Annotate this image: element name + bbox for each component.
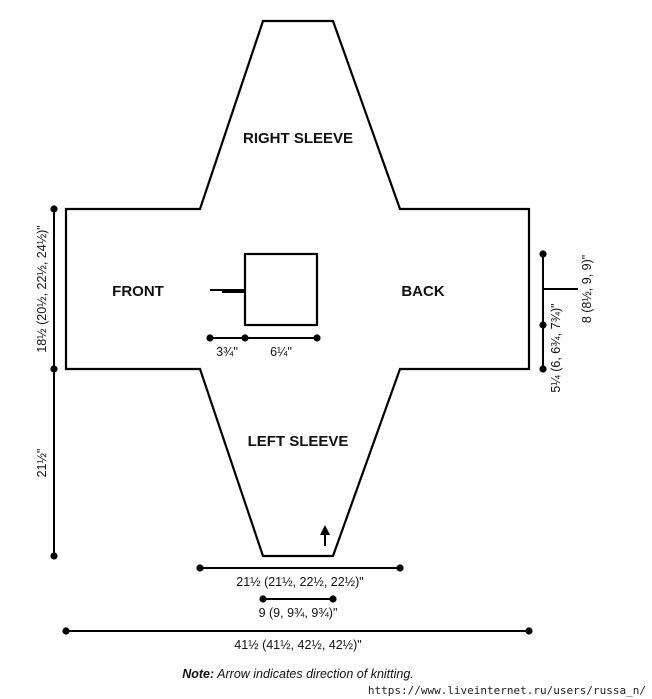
body-height-label: 18½ (20½, 22½, 24½)" (35, 225, 49, 352)
back-upper-label: 8 (8½, 9, 9)" (580, 255, 594, 323)
neck-width-label: 6¼" (270, 345, 292, 359)
knitting-direction-arrow (320, 525, 330, 546)
watermark: https://www.liveinternet.ru/users/russa_… (368, 684, 646, 697)
total-width-dimension (62, 627, 533, 635)
note-label: Note: (182, 667, 214, 681)
back-upper-dimension (539, 250, 578, 329)
back-label: BACK (401, 283, 444, 300)
left-sleeve-label: LEFT SLEEVE (248, 433, 349, 450)
neck-left-label: 3¾" (216, 345, 238, 359)
back-lower-label: 5¼ (6, 6¾, 7¾)" (549, 303, 563, 392)
front-label: FRONT (112, 283, 164, 300)
sleeve-length-dimension (50, 369, 58, 560)
right-sleeve-label: RIGHT SLEEVE (243, 130, 353, 147)
back-lower-dimension (539, 325, 547, 373)
cuff-label: 9 (9, 9¾, 9¾)" (259, 606, 338, 620)
sleeve-top-dimension (196, 564, 404, 572)
cuff-dimension (259, 595, 337, 603)
neck-opening (243, 252, 319, 327)
note-text: Arrow indicates direction of knitting. (214, 667, 414, 681)
sleeve-length-label: 21½" (35, 449, 49, 478)
sleeve-top-label: 21½ (21½, 22½, 22½)" (236, 575, 363, 589)
note: Note: Arrow indicates direction of knitt… (182, 667, 414, 681)
neck-dimension (206, 334, 321, 342)
total-width-label: 41½ (41½, 42½, 42½)" (234, 638, 361, 652)
body-height-dimension (50, 205, 58, 373)
